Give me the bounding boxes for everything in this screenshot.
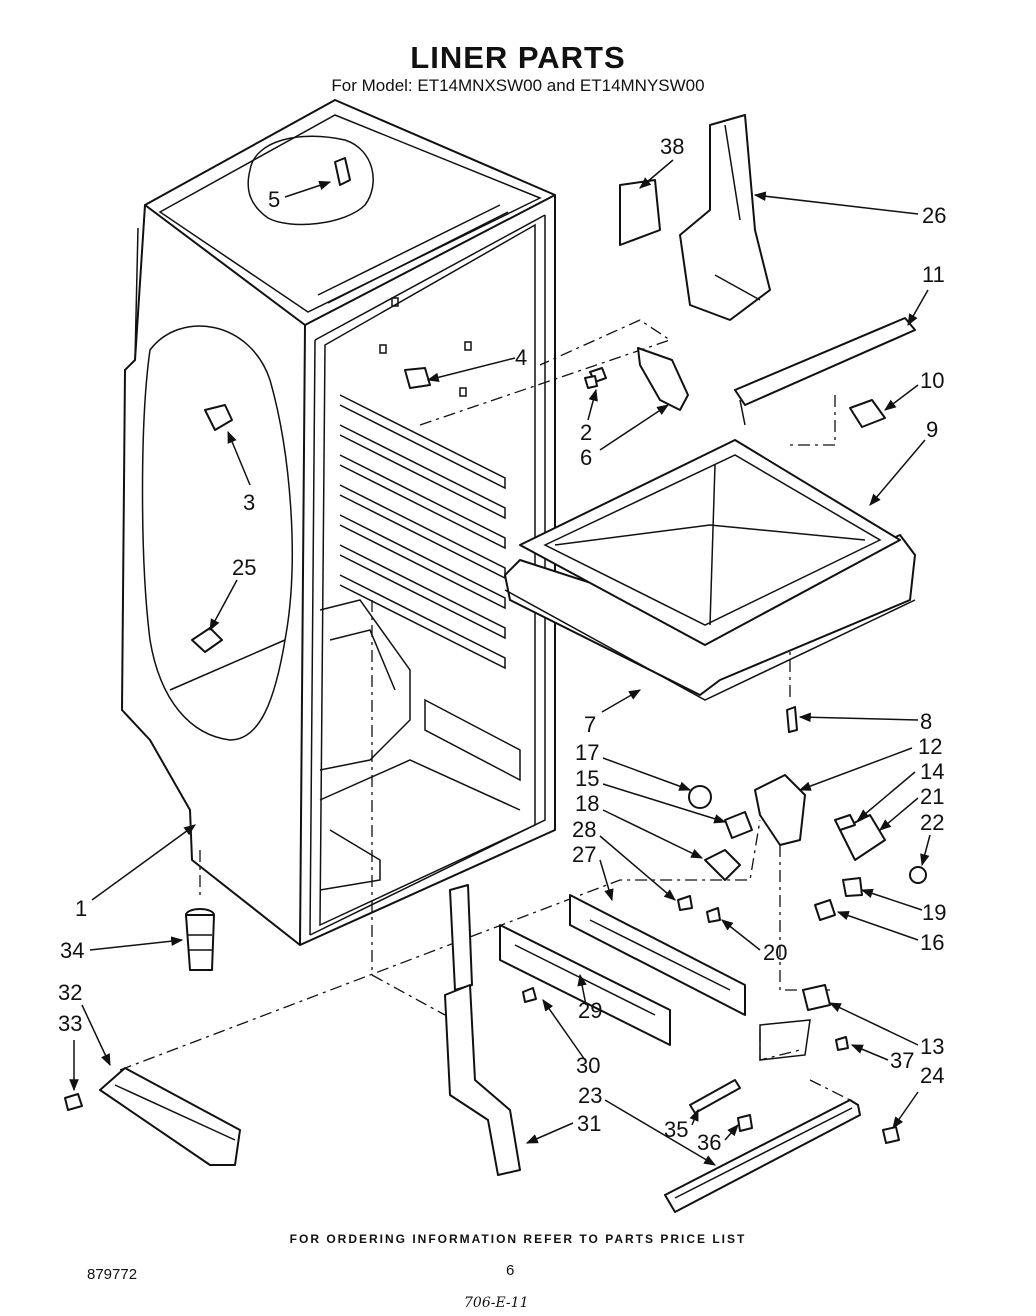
callout-11: 11 <box>922 262 945 287</box>
callout-31: 31 <box>577 1111 601 1136</box>
cabinet-drawing <box>121 99 556 946</box>
callout-38: 38 <box>660 134 684 159</box>
callout-leaders <box>69 159 931 1166</box>
callout-37: 37 <box>890 1048 914 1073</box>
part-33-screw <box>64 1093 83 1111</box>
page-number: 6 <box>506 1262 515 1279</box>
part-26-bracket <box>679 114 771 321</box>
callout-32: 32 <box>58 980 82 1005</box>
callout-labels: 5 4 3 25 1 34 32 33 38 26 11 10 9 2 6 7 … <box>58 134 946 1155</box>
ordering-note: FOR ORDERING INFORMATION REFER TO PARTS … <box>289 1232 747 1246</box>
cabinet-shelf-ribs <box>339 394 506 670</box>
handwritten-note: 706-E-11 <box>464 1295 529 1311</box>
callout-17: 17 <box>575 740 599 765</box>
callout-5: 5 <box>268 187 280 212</box>
model-subtitle: For Model: ET14MNXSW00 and ET14MNYSW00 <box>331 76 705 95</box>
part-31-strip <box>444 884 521 1176</box>
part-18-cover <box>704 849 741 881</box>
callout-25: 25 <box>232 555 256 580</box>
part-35-bracket <box>689 1079 741 1114</box>
part-30-screw <box>522 987 537 1003</box>
callout-4: 4 <box>515 345 527 370</box>
callout-30: 30 <box>576 1053 600 1078</box>
part-8-screw <box>786 706 798 733</box>
part-15-socket <box>724 811 753 839</box>
part-13-switch <box>802 984 831 1011</box>
callout-28: 28 <box>572 817 596 842</box>
part-2-screw <box>584 375 598 389</box>
callout-18: 18 <box>575 791 599 816</box>
callout-34: 34 <box>60 938 84 963</box>
callout-35: 35 <box>664 1117 688 1142</box>
callout-29: 29 <box>578 998 602 1023</box>
part-27-trim <box>569 894 746 1016</box>
document-number: 879772 <box>87 1266 138 1283</box>
callout-20: 20 <box>763 940 787 965</box>
part-20-screw <box>706 907 721 923</box>
callout-19: 19 <box>922 900 946 925</box>
callout-36: 36 <box>697 1130 721 1155</box>
part-9-shelf-frame <box>504 439 916 701</box>
part-22-knob <box>909 866 927 884</box>
part-38-plate <box>619 179 661 246</box>
callout-22: 22 <box>920 810 944 835</box>
callout-7: 7 <box>584 712 596 737</box>
callout-33: 33 <box>58 1011 82 1036</box>
callout-14: 14 <box>920 759 944 784</box>
callout-16: 16 <box>920 930 944 955</box>
page-title: LINER PARTS <box>410 40 626 75</box>
callout-3: 3 <box>243 490 255 515</box>
part-10-block <box>849 399 886 428</box>
callout-10: 10 <box>920 368 944 393</box>
callout-9: 9 <box>926 417 938 442</box>
callout-1: 1 <box>75 896 87 921</box>
part-17-bulb <box>688 785 712 809</box>
part-37-clip <box>835 1036 849 1051</box>
part-34-leg <box>185 908 215 971</box>
callout-2: 2 <box>580 420 592 445</box>
part-19-clip <box>842 877 863 897</box>
part-23-grille <box>664 1099 861 1213</box>
part-24-screw <box>882 1126 900 1144</box>
callout-15: 15 <box>575 766 599 791</box>
part-16-switch <box>814 899 836 921</box>
callout-8: 8 <box>920 709 932 734</box>
part-28-screw <box>677 895 693 911</box>
part-12-bracket <box>754 774 806 846</box>
callout-24: 24 <box>920 1063 944 1088</box>
part-32-base-rail <box>99 1067 241 1166</box>
callout-26: 26 <box>922 203 946 228</box>
callout-27: 27 <box>572 842 596 867</box>
callout-12: 12 <box>918 734 942 759</box>
part-11-rail <box>734 317 916 426</box>
callout-13: 13 <box>920 1034 944 1059</box>
callout-6: 6 <box>580 445 592 470</box>
callout-23: 23 <box>578 1083 602 1108</box>
callout-21: 21 <box>920 784 944 809</box>
small-cabinet-parts <box>191 157 689 653</box>
part-36-screw <box>737 1114 753 1132</box>
part-14-screw <box>834 814 856 831</box>
